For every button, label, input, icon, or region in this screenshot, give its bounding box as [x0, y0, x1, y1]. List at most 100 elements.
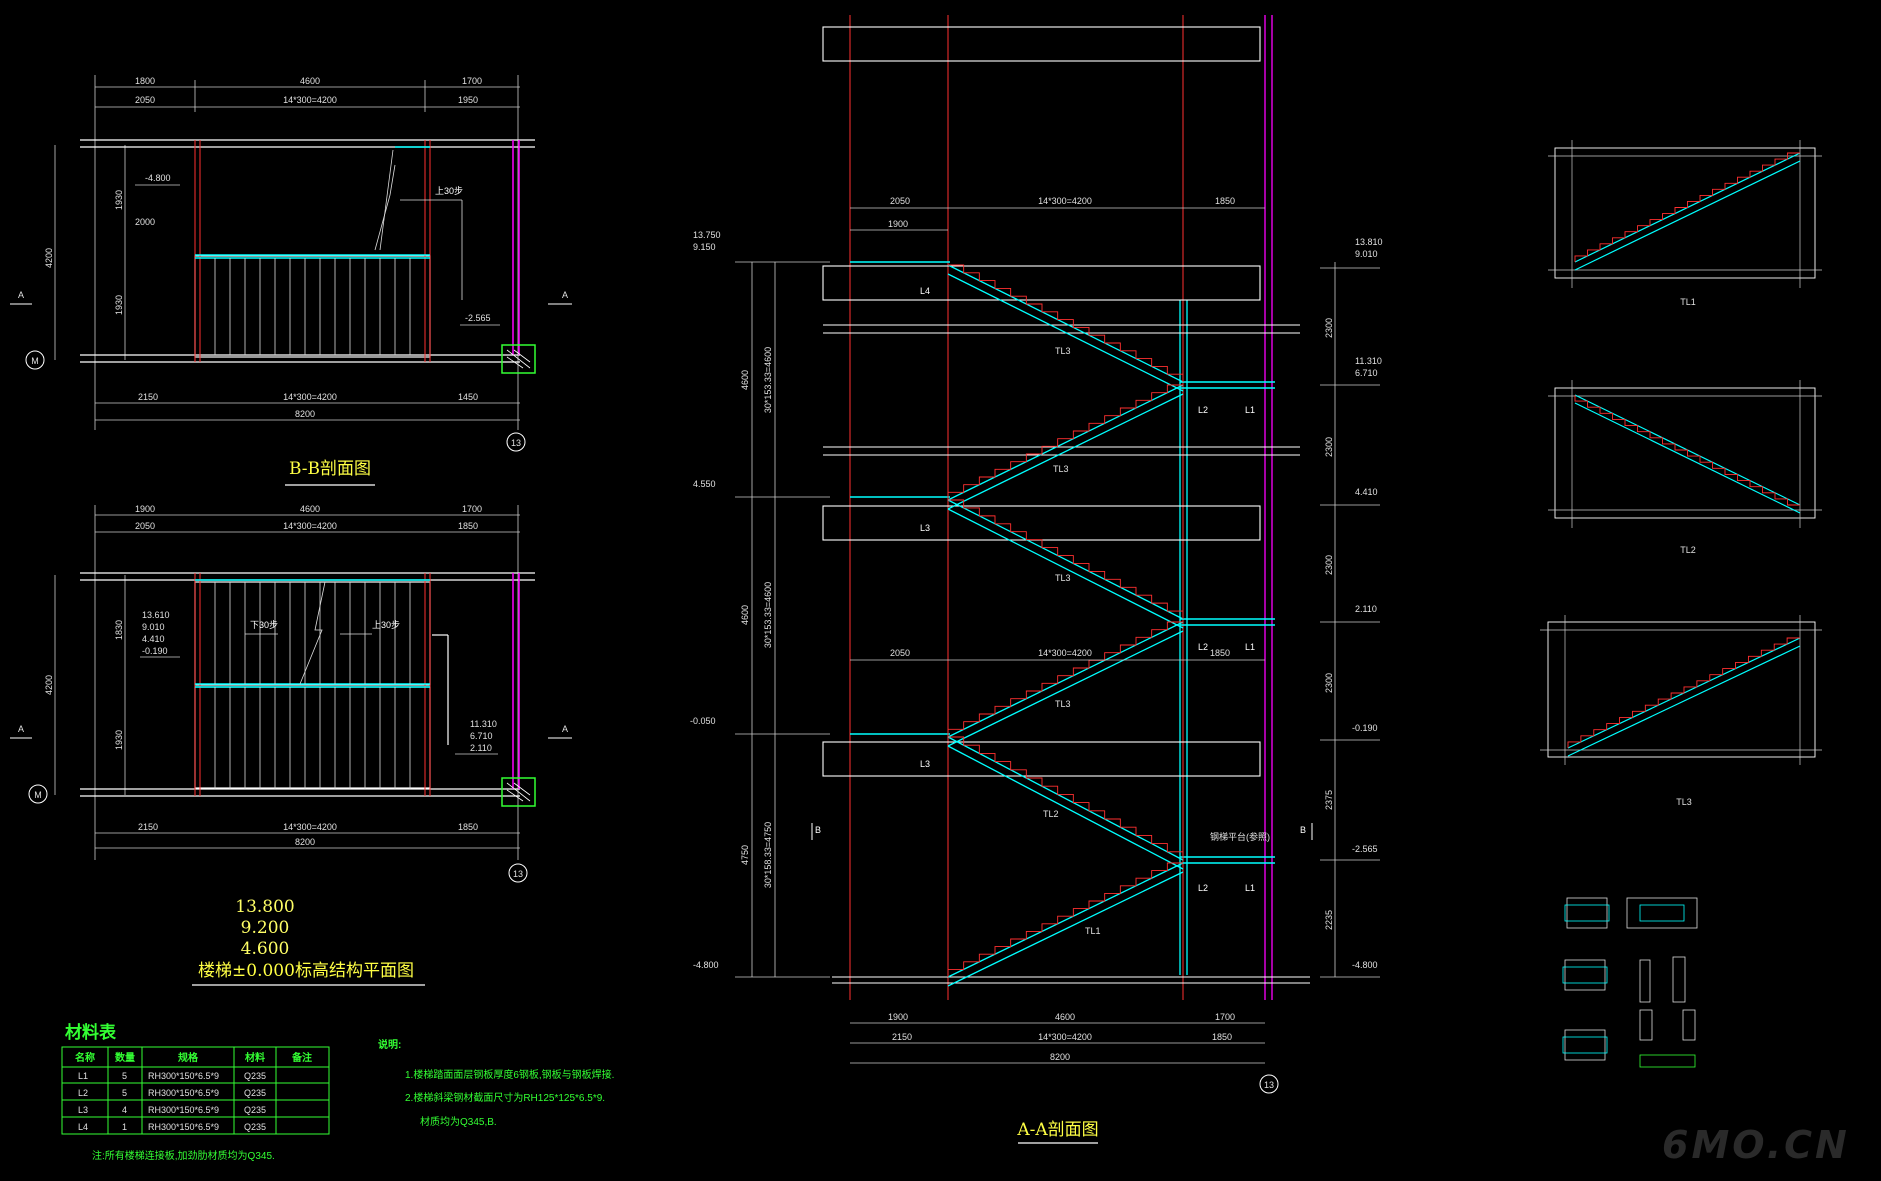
section-aa-right-level-3: 11.310 [1355, 356, 1382, 366]
section-aa-beam-label: L1 [1245, 883, 1255, 893]
stringer-line [947, 630, 1184, 747]
plan-bb-dim-bottom-b: 14*300=4200 [283, 392, 337, 402]
plan-bb-sec-a-left: A [18, 290, 24, 300]
section-aa-sec-b-left: B [815, 825, 821, 835]
material-table-title: 材料表 [65, 1022, 117, 1043]
plan-std-level-stack-1: 13.800 [235, 897, 294, 917]
plan-bb-break-line [374, 149, 463, 300]
plan-std-level-left-2: 9.010 [142, 622, 165, 632]
plan-std-dim-top1-a: 1900 [135, 504, 155, 514]
plan-std-level-stack-3: 4.600 [241, 939, 290, 959]
stringer-line [947, 745, 1184, 870]
section-aa-left-dim-3: 4750 [740, 845, 750, 865]
section-aa-right-dim-4: 2300 [1324, 673, 1334, 693]
plan-bb-dim-left: 4200 [44, 248, 54, 268]
section-aa-tl-label: TL3 [1055, 346, 1071, 356]
plan-bb-red-lines [194, 140, 431, 362]
table-cell: 1 [122, 1122, 127, 1132]
plan-std-dim-top2-b: 14*300=4200 [283, 521, 337, 531]
details: TL1 TL2 TL3 [1540, 140, 1822, 1068]
detail-tl1 [1548, 140, 1822, 288]
section-aa-tl-label: TL3 [1053, 464, 1069, 474]
plan-std-dim-top2-c: 1850 [458, 521, 478, 531]
plan-bb-dim-left-1: 1930 [114, 190, 124, 210]
material-table: 材料表 名称 数量 规格 材料 备注 L1 5 RH300*150*6.5*9 … [61, 1022, 330, 1162]
plan-bb-dim-total: 8200 [295, 409, 315, 419]
plan-bb-dim-top1-b: 4600 [300, 76, 320, 86]
plan-std-dim-top1-c: 1700 [462, 504, 482, 514]
plan-std-dim-top2-a: 2050 [135, 521, 155, 531]
section-aa-axis-13-bubble [1259, 1074, 1279, 1094]
section-aa-tl-label: TL2 [1043, 809, 1059, 819]
plan-std-dim-bottom-b: 14*300=4200 [283, 822, 337, 832]
section-aa-title: A-A剖面图 [1016, 1120, 1098, 1140]
section-aa-left-level-5: -4.800 [693, 960, 719, 970]
section-aa-flights [947, 264, 1184, 987]
detail-steps [1567, 637, 1800, 748]
section-aa-landings [850, 261, 1275, 864]
plan-std-column-box [501, 777, 536, 807]
section-aa-dim-mid-c: 1850 [1210, 648, 1230, 658]
section-aa-left-dim-detail-2: 30*153.33=4600 [763, 582, 773, 648]
notes-line-2: 2.楼梯斜梁钢材截面尺寸为RH125*125*6.5*9. [405, 1091, 605, 1104]
plan-bb-level-2: -2.565 [465, 313, 491, 323]
detail-tl2 [1548, 380, 1822, 528]
table-cell: 4 [122, 1105, 127, 1115]
detail-steps [1574, 395, 1800, 506]
table-row: L1 5 RH300*150*6.5*9 Q235 [78, 1071, 266, 1081]
table-cell: 5 [122, 1071, 127, 1081]
plan-bb-dim-bottom-c: 1450 [458, 392, 478, 402]
plan-std-axis-m: M [34, 790, 42, 800]
section-aa-grid-red [849, 15, 1184, 1000]
section-aa-sec-b-right: B [1300, 825, 1306, 835]
section-aa-dim-top-c: 1850 [1215, 196, 1235, 206]
plan-std-dim-top1-b: 4600 [300, 504, 320, 514]
section-aa-dim-mid-b: 14*300=4200 [1038, 648, 1092, 658]
section-aa-right-level-5: 4.410 [1355, 487, 1378, 497]
watermark: 6MO.CN [1662, 1123, 1850, 1167]
notes-line-1: 1.楼梯踏面面层钢板厚度6钢板,钢板与钢板焊接. [405, 1068, 614, 1081]
plan-std-dim-left-2: 1930 [114, 730, 124, 750]
plan-std-level-right-1: 11.310 [470, 719, 497, 729]
notes: 说明: 1.楼梯踏面面层钢板厚度6钢板,钢板与钢板焊接. 2.楼梯斜梁钢材截面尺… [378, 1038, 614, 1128]
section-aa-right-level-7: -0.190 [1352, 723, 1378, 733]
stringer-line [947, 621, 1184, 738]
section-aa-right-level-6: 2.110 [1355, 604, 1377, 614]
plan-std-down-label: 下30步 [250, 620, 278, 630]
section-aa-dim-bot2-a: 2150 [892, 1032, 912, 1042]
stringer-line [947, 508, 1184, 629]
plan-bb-dim-top2-b: 14*300=4200 [283, 95, 337, 105]
stringer-line [947, 384, 1184, 501]
plan-std: 1900 4600 1700 2050 14*300=4200 1850 215… [10, 504, 572, 986]
plan-bb-column-hatch [506, 349, 531, 369]
table-row: L4 1 RH300*150*6.5*9 Q235 [78, 1122, 266, 1132]
section-aa-right-dim-1: 2300 [1324, 318, 1334, 338]
plan-std-title: 楼梯±0.000标高结构平面图 [198, 961, 414, 981]
step-profile [947, 862, 1183, 977]
plan-bb-axis-m-bubble [25, 350, 45, 370]
section-aa-dim-bot1-a: 1900 [888, 1012, 908, 1022]
step-profile [948, 264, 1184, 382]
section-aa-dim-top-a: 2050 [890, 196, 910, 206]
section-aa-beam-label: L3 [920, 759, 930, 769]
step-profile [948, 736, 1184, 860]
table-row: L3 4 RH300*150*6.5*9 Q235 [78, 1105, 266, 1115]
section-aa-right-dim-3: 2300 [1324, 555, 1334, 575]
plan-std-level-right-2: 6.710 [470, 731, 493, 741]
detail-tl1-label: TL1 [1680, 297, 1696, 307]
section-aa-left-level-2: 9.150 [693, 242, 716, 252]
section-aa-dim-bot3: 8200 [1050, 1052, 1070, 1062]
detail-stringer [1574, 160, 1801, 271]
plan-std-level-stack-2: 9.200 [241, 918, 290, 938]
section-aa-right-level-9: -4.800 [1352, 960, 1378, 970]
section-aa-beam-label: L2 [1198, 405, 1208, 415]
detail-steps [1574, 152, 1800, 262]
section-aa-right-dim-6: 2235 [1324, 910, 1334, 930]
plan-std-sec-a-left: A [18, 724, 24, 734]
section-aa-beam-label: L1 [1245, 642, 1255, 652]
section-aa-beam-label: L1 [1245, 405, 1255, 415]
section-aa-axis-13: 13 [1264, 1080, 1274, 1090]
section-aa-note-label: 钢梯平台(参照) [1210, 831, 1270, 842]
table-cell: Q235 [244, 1105, 266, 1115]
